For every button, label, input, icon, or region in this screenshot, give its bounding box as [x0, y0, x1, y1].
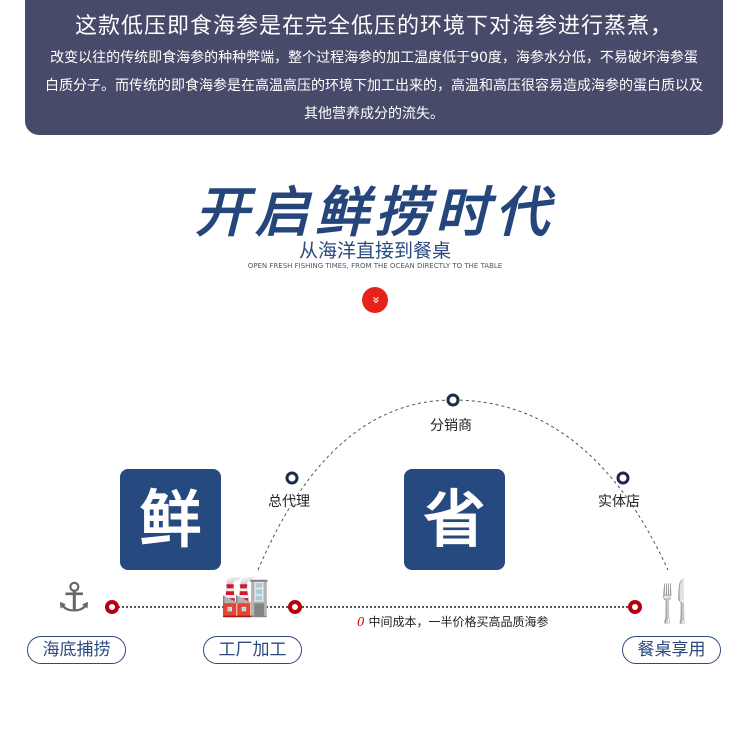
stage-sea: 海底捕捞 — [27, 636, 126, 664]
label-store: 实体店 — [598, 494, 640, 510]
label-distributor: 分销商 — [430, 418, 472, 434]
node-agent — [285, 471, 299, 485]
intro-banner: 这款低压即食海参是在完全低压的环境下对海参进行蒸煮， 改变以往的传统即食海参的种… — [25, 0, 723, 135]
cost-note: 0 中间成本，一半价格买高品质海参 — [357, 613, 548, 630]
fresh-box: 鲜 — [120, 469, 221, 570]
label-agent: 总代理 — [268, 494, 310, 510]
banner-headline: 这款低压即食海参是在完全低压的环境下对海参进行蒸煮， — [74, 14, 673, 39]
node-distributor — [446, 393, 460, 407]
page-title: 开启鲜捞时代 — [195, 180, 555, 244]
zero-mark: 0 — [357, 615, 365, 629]
factory-icon: 🏭 — [220, 573, 270, 619]
save-box: 省 — [404, 469, 505, 570]
english-subtitle: OPEN FRESH FISHING TIMES, FROM THE OCEAN… — [247, 262, 503, 270]
node-sea — [105, 600, 119, 614]
cutlery-icon: 🍴 — [650, 579, 700, 625]
node-table — [628, 600, 642, 614]
subtitle: 从海洋直接到餐桌 — [298, 240, 451, 262]
stage-table: 餐桌享用 — [622, 636, 721, 664]
note-text: 中间成本，一半价格买高品质海参 — [368, 615, 549, 629]
anchor-icon: ⚓ — [56, 575, 92, 621]
node-factory — [288, 600, 302, 614]
node-store — [616, 471, 630, 485]
stage-factory: 工厂加工 — [203, 636, 302, 664]
distribution-arc — [257, 399, 669, 571]
banner-body: 改变以往的传统即食海参的种种弊端，整个过程海参的加工温度低于90度，海参水分低，… — [45, 50, 703, 122]
